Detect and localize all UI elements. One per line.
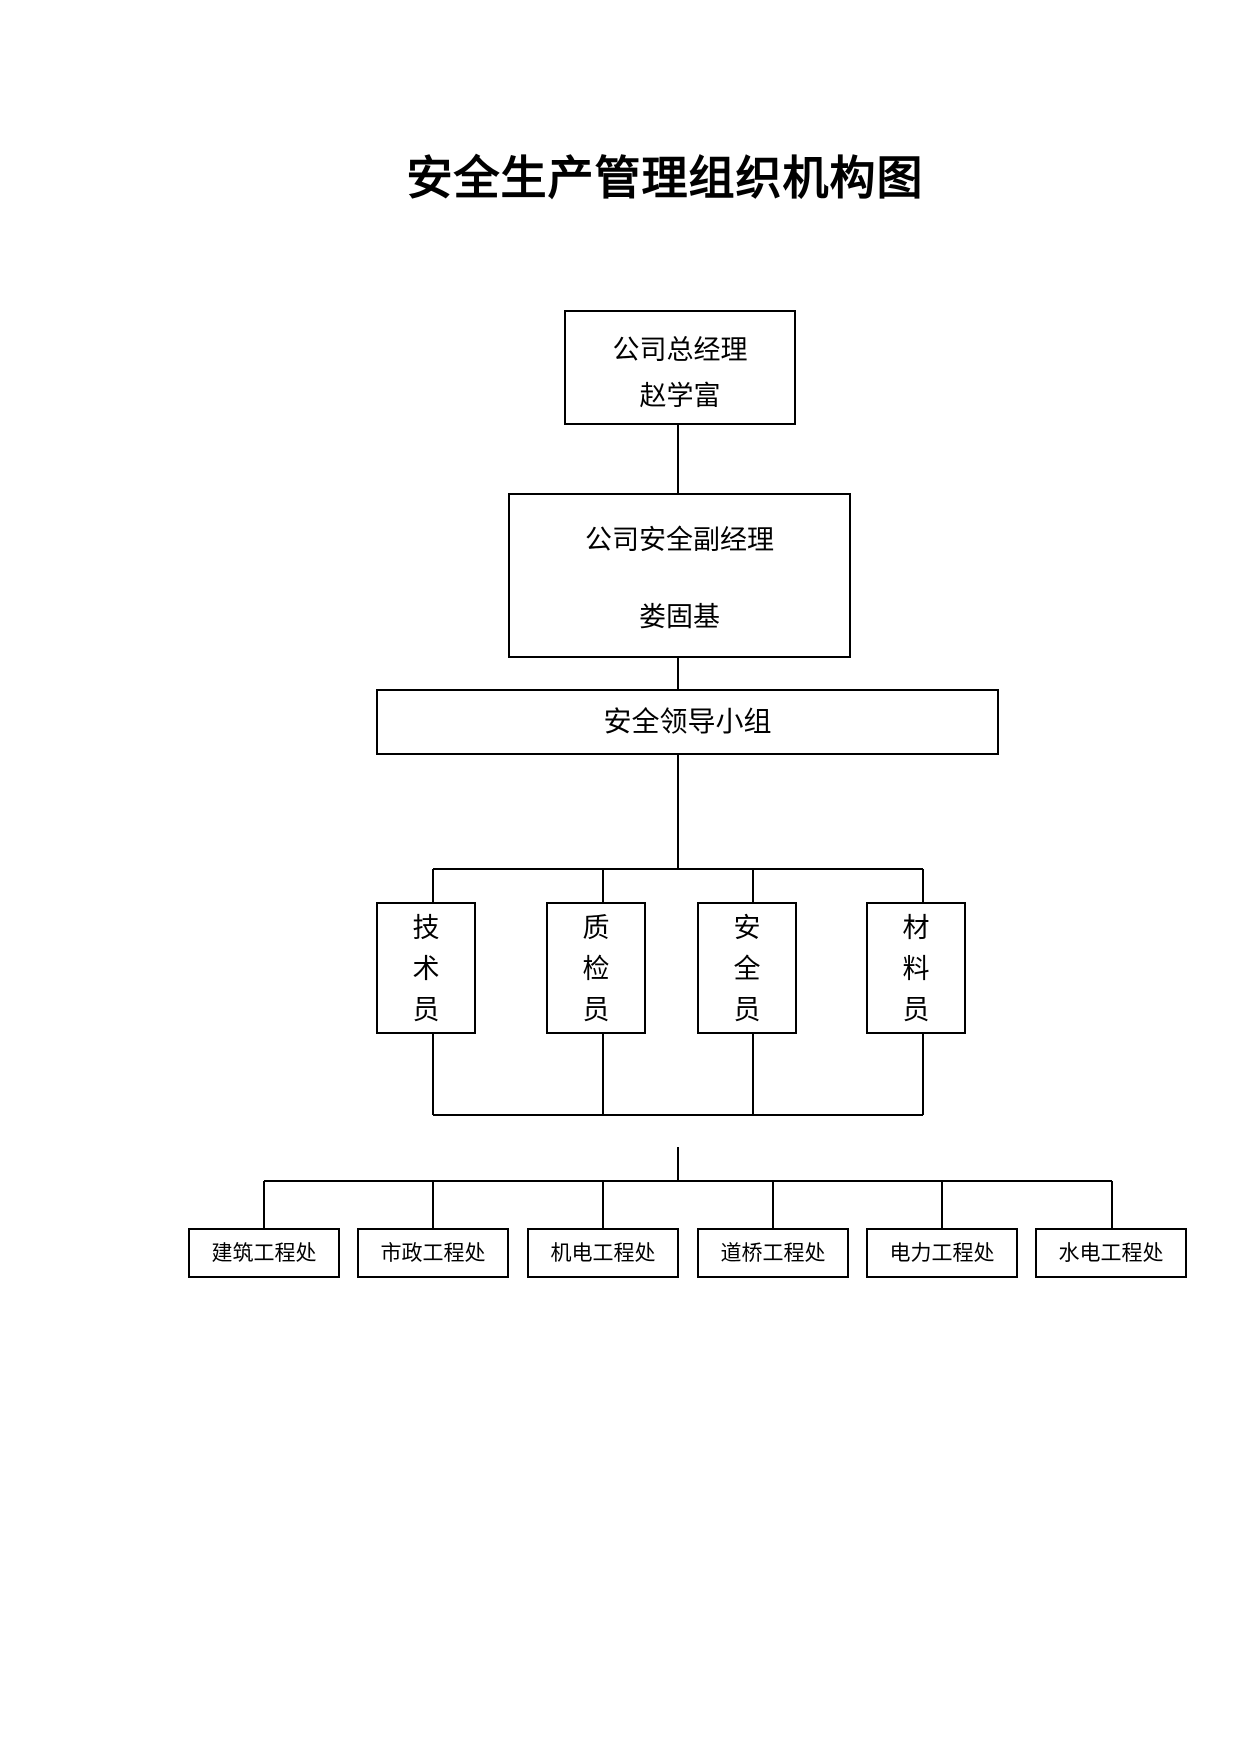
page-title: 安全生产管理组织机构图 [406, 151, 924, 205]
role-box-technician: 技术员 [376, 902, 476, 1034]
role-label: 技术员 [412, 913, 440, 1026]
role-label: 材料员 [902, 913, 930, 1026]
dept-box-road-bridge: 道桥工程处 [697, 1228, 849, 1278]
role-label: 质检员 [582, 913, 610, 1026]
safety-deputy-manager-name: 娄固基 [639, 602, 720, 633]
dept-label: 道桥工程处 [720, 1241, 826, 1265]
role-box-materials-officer: 材料员 [866, 902, 966, 1034]
dept-label: 市政工程处 [380, 1241, 486, 1265]
general-manager-box: 公司总经理 赵学富 [564, 310, 796, 425]
safety-leadership-group-box: 安全领导小组 [376, 689, 999, 755]
role-box-safety-officer: 安全员 [697, 902, 797, 1034]
safety-deputy-manager-box: 公司安全副经理 娄固基 [508, 493, 851, 658]
dept-box-electric-power: 电力工程处 [866, 1228, 1018, 1278]
dept-box-electromechanical: 机电工程处 [527, 1228, 679, 1278]
dept-label: 建筑工程处 [211, 1241, 317, 1265]
safety-leadership-group-label: 安全领导小组 [603, 705, 772, 738]
dept-box-hydropower: 水电工程处 [1035, 1228, 1187, 1278]
general-manager-role: 公司总经理 [612, 335, 748, 366]
dept-box-construction: 建筑工程处 [188, 1228, 340, 1278]
role-box-quality-inspector: 质检员 [546, 902, 646, 1034]
dept-label: 机电工程处 [550, 1241, 656, 1265]
general-manager-name: 赵学富 [639, 381, 721, 412]
dept-label: 水电工程处 [1058, 1241, 1164, 1265]
role-label: 安全员 [733, 913, 761, 1026]
safety-deputy-manager-role: 公司安全副经理 [585, 525, 774, 556]
dept-label: 电力工程处 [889, 1241, 995, 1265]
dept-box-municipal: 市政工程处 [357, 1228, 509, 1278]
